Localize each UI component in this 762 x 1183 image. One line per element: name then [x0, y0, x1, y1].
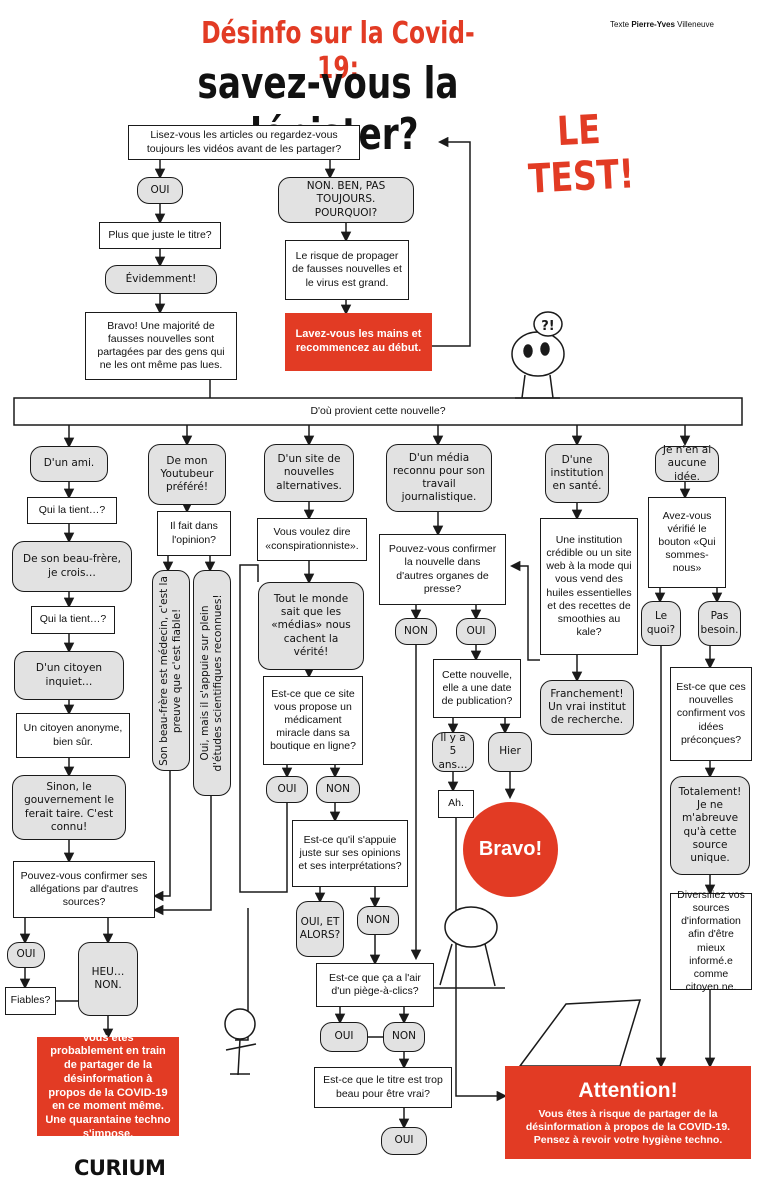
answer-etudes-scientifiques: Oui, mais il s'appuie sur plein d'études…: [193, 570, 231, 796]
answer-le-quoi: Le quoi?: [641, 601, 681, 646]
answer-citoyen-inquiet: D'un citoyen inquiet…: [14, 651, 124, 700]
cartoon-character-doodle: [224, 311, 642, 1076]
question-qui-sommes-nous: Avez-vous vérifié le bouton «Qui sommes-…: [648, 497, 726, 588]
diversifiez-sources-text: Diversifiez vos sources d'information af…: [670, 889, 752, 993]
answer-institution-sante: D'une institution en santé.: [545, 444, 609, 503]
title-top: Désinfo sur la Covid-19:: [201, 16, 475, 86]
question-qui-la-tient-2: Qui la tient…?: [31, 606, 115, 634]
answer-medias-cachent: Tout le monde sait que les «médias» nous…: [258, 582, 364, 670]
answer-hier: Hier: [488, 732, 532, 772]
bravo-circle: Bravo!: [463, 802, 558, 897]
conspirationniste-text: Vous voulez dire «conspirationniste».: [257, 518, 367, 561]
answer-media-reconnu: D'un média reconnu pour son travail jour…: [386, 444, 492, 512]
question-huiles-essentielles: Une institution crédible ou un site web …: [540, 518, 638, 655]
answer-gouvernement: Sinon, le gouvernement le ferait taire. …: [12, 775, 126, 840]
curium-logo: CURIUM: [74, 1156, 166, 1180]
answer-totalement: Totalement! Je ne m'abreuve qu'à cette s…: [670, 776, 750, 875]
answer-beau-frere: De son beau-frère, je crois…: [12, 541, 132, 592]
answer-non-opinions: NON: [357, 906, 399, 935]
answer-heu-non: HEU… NON.: [78, 942, 138, 1016]
attention-title: Attention!: [578, 1078, 678, 1102]
answer-ami: D'un ami.: [30, 446, 108, 482]
answer-il-y-a-5-ans: Il y a 5 ans…: [432, 732, 474, 772]
answer-oui-col4: OUI: [456, 618, 496, 645]
warning-probable-disinformation: Vous êtes probablement en train de parta…: [37, 1032, 179, 1140]
answer-oui-piege: OUI: [320, 1022, 368, 1052]
bravo-majority-text: Bravo! Une majorité de fausses nouvelles…: [85, 312, 237, 380]
answer-oui-col3: OUI: [266, 776, 308, 803]
source-question: D'où provient cette nouvelle?: [310, 404, 446, 417]
question-date-publication: Cette nouvelle, elle a une date de publi…: [433, 659, 521, 718]
answer-non-col4: NON: [395, 618, 437, 645]
question-more-than-title: Plus que juste le titre?: [99, 222, 221, 249]
wash-hands-restart: Lavez-vous les mains et recommencez au d…: [285, 313, 432, 371]
question-read-before-share: Lisez-vous les articles ou regardez-vous…: [128, 125, 360, 160]
question-titre-trop-beau: Est-ce que le titre est trop beau pour ê…: [314, 1067, 452, 1108]
svg-text:?!: ?!: [541, 319, 554, 334]
answer-site-alternatif: D'un site de nouvelles alternatives.: [264, 444, 354, 502]
risk-propagation-text: Le risque de propager de fausses nouvell…: [285, 240, 409, 300]
answer-oui: OUI: [137, 177, 183, 204]
question-piege-a-clics: Est-ce que ça a l'air d'un piège-à-clics…: [316, 963, 434, 1007]
citoyen-anonyme-text: Un citoyen anonyme, bien sûr.: [16, 713, 130, 758]
answer-oui-et-alors: OUI, ET ALORS?: [296, 901, 344, 957]
title-test: LE TEST!: [527, 106, 636, 203]
answer-oui-titre: OUI: [381, 1127, 427, 1155]
attention-warning-box: Attention! Vous êtes à risque de partage…: [505, 1066, 751, 1159]
question-autres-organes: Pouvez-vous confirmer la nouvelle dans d…: [379, 534, 506, 605]
answer-pas-besoin: Pas besoin.: [698, 601, 741, 646]
answer-evidemment: Évidemment!: [105, 265, 217, 294]
answer-franchement: Franchement! Un vrai institut de recherc…: [540, 680, 634, 735]
answer-youtubeur: De mon Youtubeur préféré!: [148, 444, 226, 505]
question-opinions: Est-ce qu'il s'appuie juste sur ses opin…: [292, 820, 408, 887]
question-idees-preconcues: Est-ce que ces nouvelles confirment vos …: [670, 667, 752, 761]
answer-non-piege: NON: [383, 1022, 425, 1052]
answer-beau-frere-medecin: Son beau-frère est médecin, c'est la pre…: [152, 570, 190, 771]
answer-oui-col1: OUI: [7, 942, 45, 968]
question-medicament-miracle: Est-ce que ce site vous propose un médic…: [263, 676, 363, 765]
attention-body: Vous êtes à risque de partager de la dés…: [525, 1107, 731, 1147]
answer-aucune-idee: Je n'en ai aucune idée.: [655, 444, 719, 483]
ah-text: Ah.: [438, 790, 474, 818]
question-fiables: Fiables?: [5, 987, 56, 1015]
answer-non-pas-toujours: NON. BEN, PAS TOUJOURS. POURQUOI?: [278, 177, 414, 223]
question-opinion: Il fait dans l'opinion?: [157, 511, 231, 556]
author-credit: Texte Pierre-Yves Villeneuve: [610, 20, 714, 29]
answer-non-col3: NON: [316, 776, 360, 803]
question-confirm-allegations: Pouvez-vous confirmer ses allégations pa…: [13, 861, 155, 918]
question-qui-la-tient-1: Qui la tient…?: [27, 497, 117, 524]
